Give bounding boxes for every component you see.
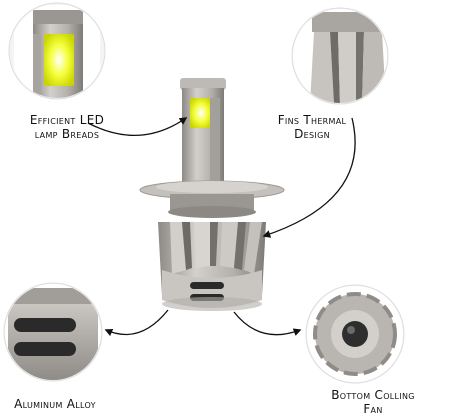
led-bulb bbox=[139, 78, 285, 311]
led-chip bbox=[190, 98, 212, 128]
fins-callout-label: Fins Thermal Design bbox=[262, 113, 362, 141]
alloy-callout-line1: Aluminum Alloy bbox=[14, 397, 96, 411]
led-callout-line2: lamp Breads bbox=[34, 127, 100, 141]
fins-callout-line2: Design bbox=[294, 127, 330, 141]
fins-closeup-circle bbox=[291, 7, 389, 105]
led-callout-line1: Efficient LED bbox=[29, 113, 105, 127]
fan-callout-line2: Fan bbox=[363, 402, 383, 416]
led-chip-closeup bbox=[44, 34, 74, 86]
fan-callout-label: Bottom Colling Fan bbox=[318, 388, 428, 416]
alloy-callout-label: Aluminum Alloy bbox=[0, 397, 110, 411]
fan-callout-line1: Bottom Colling bbox=[331, 388, 415, 402]
fan-closeup-circle bbox=[305, 284, 405, 384]
alloy-closeup-circle bbox=[3, 282, 103, 382]
callout-arrows bbox=[87, 117, 356, 337]
led-closeup-circle bbox=[8, 2, 106, 100]
led-callout-label: Efficient LED lamp Breads bbox=[12, 113, 122, 141]
fins-callout-line1: Fins Thermal bbox=[277, 113, 347, 127]
